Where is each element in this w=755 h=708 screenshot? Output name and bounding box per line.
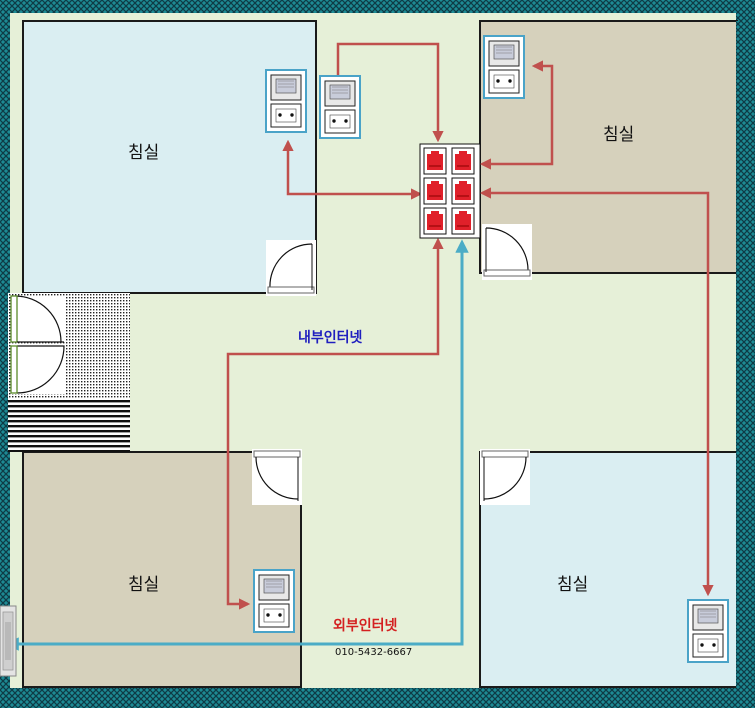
stairs [8,399,130,452]
outlet-bottom-left-room-icon [253,569,295,633]
door-top-right [482,224,532,280]
outlet-bottom-right-room-icon [687,599,729,663]
door-bottom-right [480,449,530,505]
room-label-top-right: 침실 [603,125,635,145]
room-label-top-left: 침실 [128,143,160,163]
external-internet-label: 외부인터넷 [333,618,398,634]
outlet-corridor-icon [319,75,361,139]
door-bottom-left [252,449,302,505]
right-wall [736,21,745,688]
phone-number: 010-5432-6667 [335,647,413,658]
room-label-bottom-left: 침실 [128,575,160,595]
entrance-door-lower [10,344,66,394]
outlet-top-left-room-icon [265,69,307,133]
external-network-line [5,239,469,651]
room-label-bottom-right: 침실 [557,575,589,595]
door-top-left [266,240,316,296]
outlet-top-right-room-icon [483,35,525,99]
network-hub-icon [419,143,481,239]
internal-internet-label: 내부인터넷 [298,330,363,346]
entrance-door-upper [10,295,66,343]
external-line-jack-icon [0,605,17,677]
